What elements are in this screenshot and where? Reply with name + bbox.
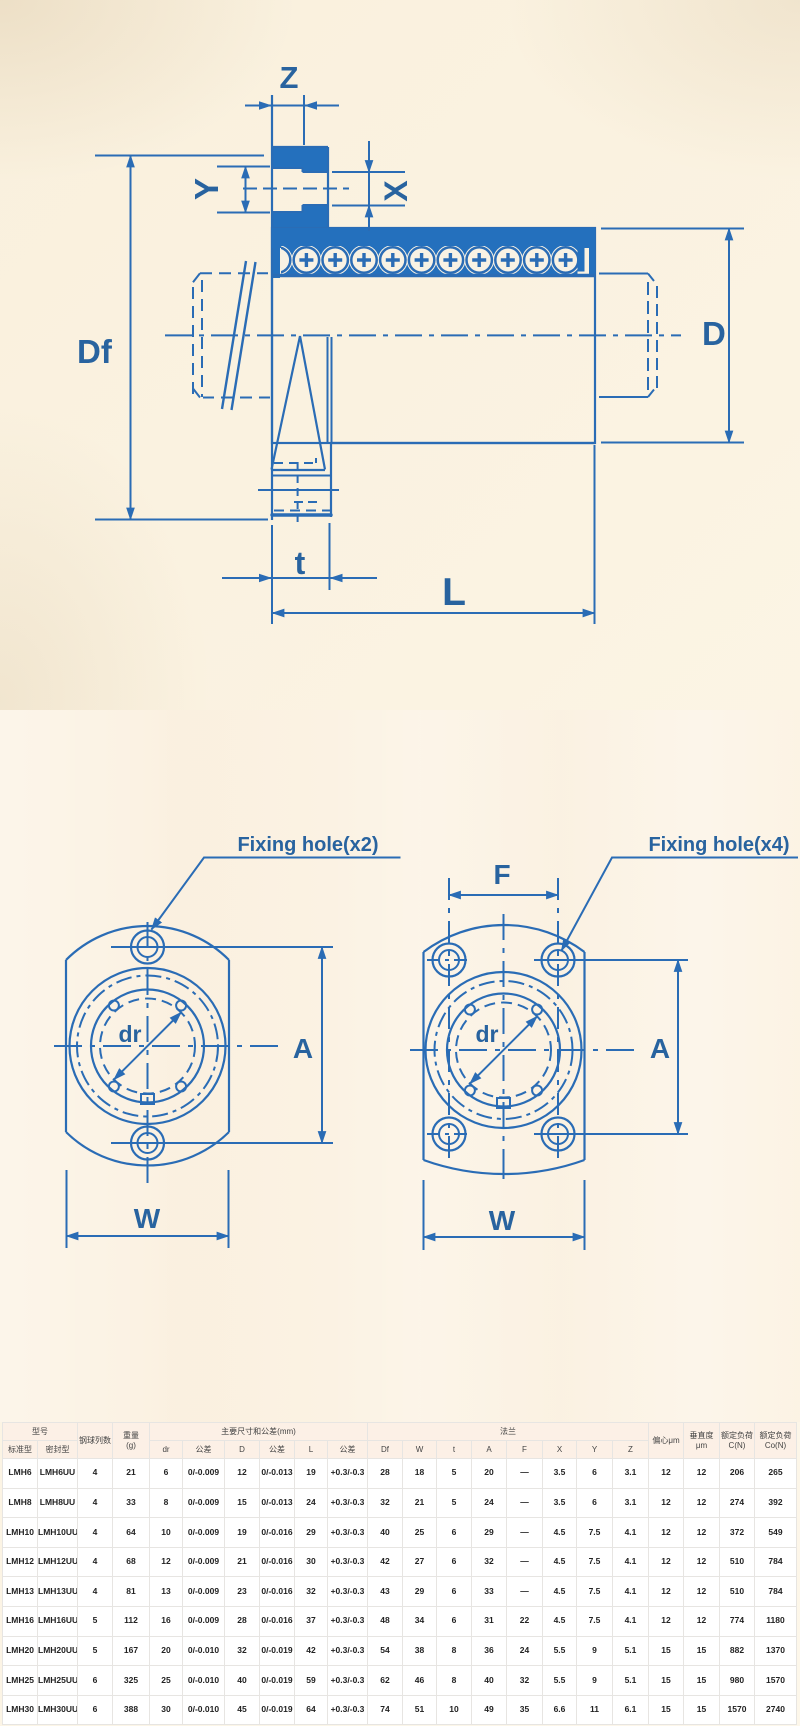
svg-text:dr: dr — [476, 1021, 499, 1047]
svg-text:t: t — [295, 545, 306, 581]
svg-text:A: A — [293, 1033, 313, 1064]
svg-text:W: W — [489, 1205, 516, 1236]
svg-text:Df: Df — [77, 333, 113, 370]
svg-text:Z: Z — [280, 60, 299, 95]
svg-text:Y: Y — [188, 178, 225, 200]
svg-text:D: D — [702, 315, 726, 352]
svg-text:W: W — [134, 1203, 161, 1234]
svg-text:X: X — [378, 180, 414, 202]
svg-text:A: A — [650, 1033, 670, 1064]
svg-text:F: F — [493, 859, 510, 890]
svg-text:Fixing hole(x4): Fixing hole(x4) — [648, 834, 789, 856]
svg-text:Fixing hole(x2): Fixing hole(x2) — [237, 834, 378, 856]
svg-text:dr: dr — [119, 1021, 142, 1047]
svg-text:L: L — [442, 571, 466, 614]
